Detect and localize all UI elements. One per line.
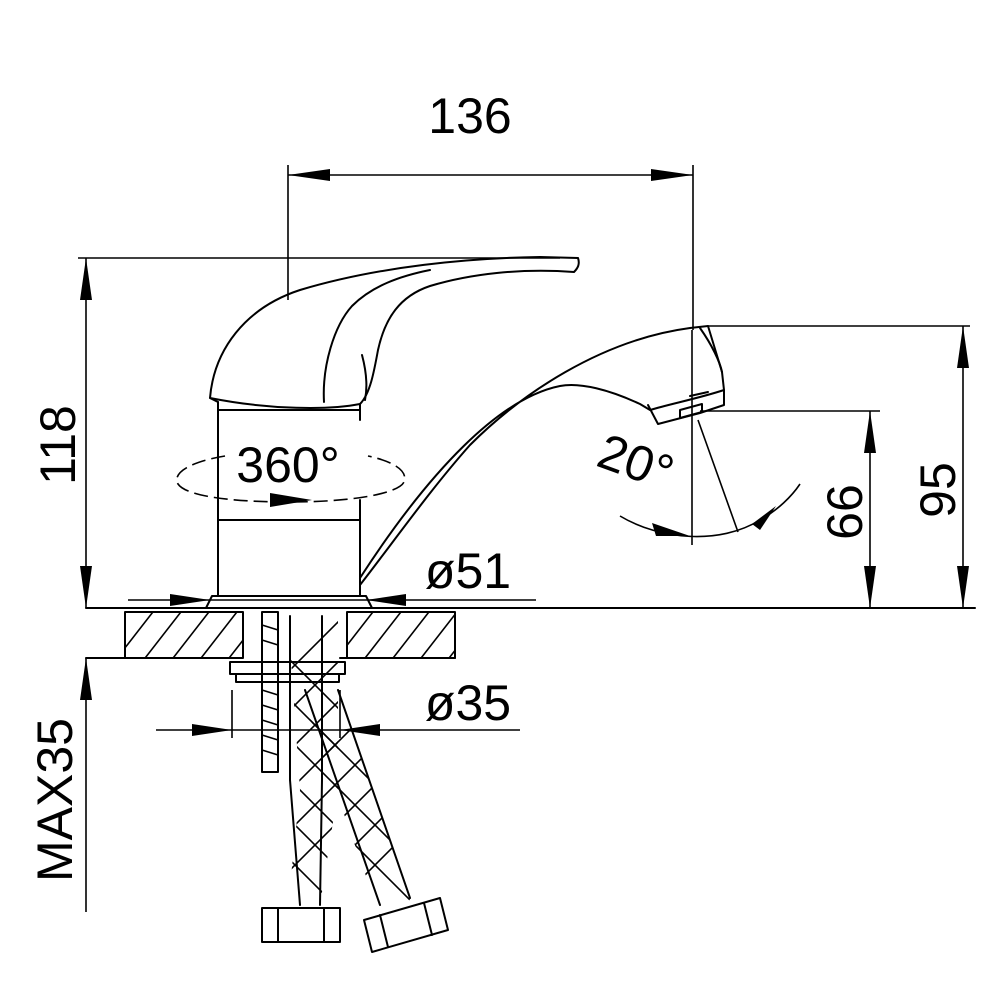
dimension-shank-diameter: ø35 — [156, 675, 520, 738]
label-base-diameter: ø51 — [425, 543, 511, 599]
label-spout-height: 95 — [910, 462, 966, 518]
dimension-max-thickness: MAX35 — [27, 658, 92, 912]
swivel-indicator: 20° — [591, 330, 801, 545]
faucet-body — [205, 256, 725, 609]
dimension-base-diameter: ø51 — [128, 543, 536, 606]
label-shank-diameter: ø35 — [425, 675, 511, 731]
dimension-outlet-height: 66 — [700, 410, 880, 608]
label-outlet-height: 66 — [817, 484, 873, 540]
label-max-thickness: MAX35 — [27, 718, 83, 882]
label-total-height: 118 — [30, 405, 86, 485]
label-swivel: 20° — [591, 423, 681, 501]
dimension-spout-height: 95 — [708, 325, 970, 608]
label-rotation: 360° — [236, 437, 339, 493]
rotation-indicator: 360° — [176, 437, 406, 507]
mounting-assembly — [229, 611, 449, 953]
dimension-overall-length: 136 — [287, 88, 694, 330]
dimension-total-height: 118 — [30, 257, 560, 608]
label-overall-length: 136 — [428, 88, 511, 144]
countertop-section — [85, 611, 456, 659]
